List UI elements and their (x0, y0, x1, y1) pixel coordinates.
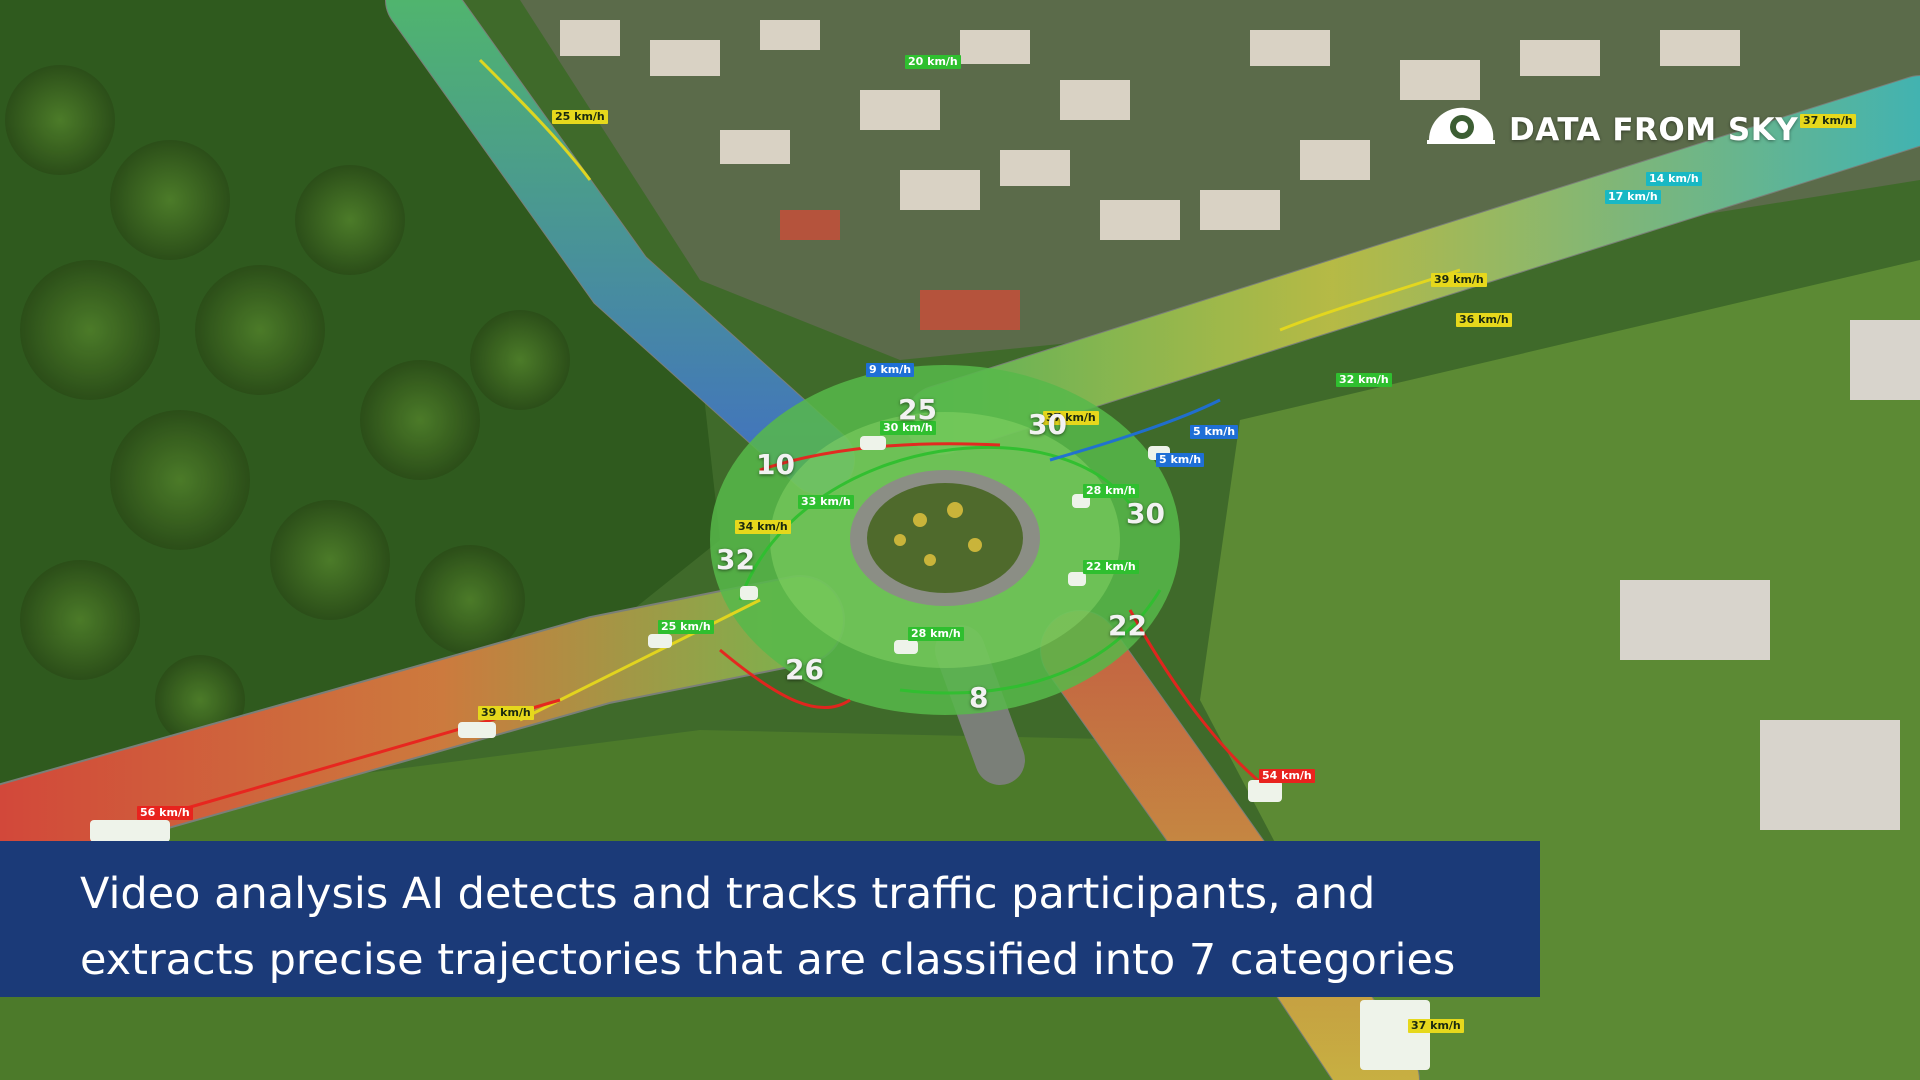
speed-label: 5 km/h (1156, 453, 1205, 467)
trajectory-count: 30 (1028, 408, 1067, 441)
caption-banner: Video analysis AI detects and tracks tra… (0, 841, 1540, 997)
trajectory-count: 8 (969, 681, 989, 714)
speed-label: 33 km/h (798, 495, 854, 509)
trajectory-count: 32 (716, 543, 755, 576)
caption-line-1: Video analysis AI detects and tracks tra… (80, 869, 1376, 919)
speed-label: 37 km/h (1800, 114, 1856, 128)
caption-line-2: extracts precise trajectories that are c… (80, 935, 1456, 985)
speed-label: 17 km/h (1605, 190, 1661, 204)
speed-label: 32 km/h (1336, 373, 1392, 387)
speed-label: 5 km/h (1190, 425, 1239, 439)
speed-label: 34 km/h (735, 520, 791, 534)
trajectory-count: 10 (756, 448, 795, 481)
speed-label: 28 km/h (908, 627, 964, 641)
speed-label: 56 km/h (137, 806, 193, 820)
trajectory-count: 22 (1108, 609, 1147, 642)
speed-label: 9 km/h (866, 363, 915, 377)
trajectory-count: 30 (1126, 497, 1165, 530)
speed-label: 22 km/h (1083, 560, 1139, 574)
data-from-sky-logo: DATA FROM SKY (1425, 95, 1798, 165)
speed-label: 14 km/h (1646, 172, 1702, 186)
speed-label: 28 km/h (1083, 484, 1139, 498)
speed-label: 54 km/h (1259, 769, 1315, 783)
speed-label: 20 km/h (905, 55, 961, 69)
logo-text: DATA FROM SKY (1509, 112, 1799, 148)
speed-label: 39 km/h (478, 706, 534, 720)
speed-label: 25 km/h (658, 620, 714, 634)
trajectory-count: 26 (785, 653, 824, 686)
speed-label: 30 km/h (880, 421, 936, 435)
speed-label: 37 km/h (1043, 411, 1099, 425)
speed-label: 39 km/h (1431, 273, 1487, 287)
data-from-sky-eye-icon (1427, 107, 1495, 144)
speed-label: 37 km/h (1408, 1019, 1464, 1033)
trajectory-count: 25 (898, 393, 937, 426)
speed-label: 36 km/h (1456, 313, 1512, 327)
speed-label: 25 km/h (552, 110, 608, 124)
